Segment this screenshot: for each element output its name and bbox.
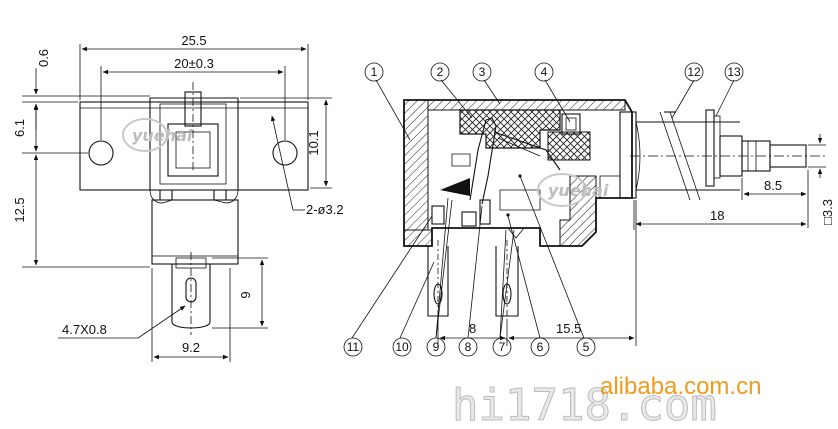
svg-text:2: 2 [437,65,444,79]
dim-shaft-tip: 8.5 [764,178,782,193]
site-text: alibaba.com.cn [600,373,761,400]
svg-text:6: 6 [537,340,544,354]
svg-text:4: 4 [541,65,548,79]
callout-6: 6 [530,337,550,357]
callout-11: 11 [343,337,363,357]
callout-12: 12 [684,62,704,82]
dim-body-length: 15.5 [556,321,581,336]
washer [705,109,715,187]
yuehai-logo-side: yuehai [537,173,609,207]
svg-text:5: 5 [583,340,590,354]
push-button-front [167,123,219,177]
mounting-hole-right [272,140,298,166]
callout-8: 8 [458,337,478,357]
dim-lower-height: 12.5 [12,197,27,222]
svg-text:10: 10 [395,340,409,354]
callout-7: 7 [492,337,512,357]
callout-9: 9 [426,337,446,357]
callout-13: 13 [724,62,744,82]
svg-text:1: 1 [371,65,378,79]
dim-terminal-size: 4.7X0.8 [62,322,107,337]
svg-text:8: 8 [465,340,472,354]
slider-section [459,109,561,149]
callout-1: 1 [364,62,384,82]
callout-10: 10 [392,337,412,357]
svg-text:9: 9 [433,340,440,354]
svg-text:yuehai: yuehai [548,181,609,200]
dim-width-total: 25.5 [181,33,206,48]
dim-shaft-square: □3.3 [820,199,835,225]
dim-holes: 2-ø3.2 [306,202,344,217]
svg-text:11: 11 [347,340,360,354]
dim-top-offset: 0.6 [36,49,51,67]
mounting-plate [79,101,309,191]
callout-5: 5 [576,337,596,357]
dim-right-height: 10.1 [306,130,321,155]
svg-text:7: 7 [499,340,506,354]
svg-text:yuehai: yuehai [132,126,193,145]
svg-text:13: 13 [727,65,741,79]
dim-terminal-gap: 8 [469,321,476,336]
svg-text:3: 3 [479,65,486,79]
side-view: 8.5 18 □3.3 15.5 8 1 2 3 [343,62,835,357]
site-watermark: hi1718.com alibaba.com.cn [452,373,762,429]
contact-spring [469,117,497,205]
lower-housing-front [151,199,239,265]
dim-terminal-pitch: 9.2 [182,340,200,355]
callout-3: 3 [472,62,492,82]
svg-text:12: 12 [687,65,701,79]
dim-upper-height: 6.1 [12,119,27,137]
switch-body-front [149,97,239,201]
callout-2: 2 [430,62,450,82]
dim-shaft-length: 18 [710,208,724,223]
front-view: 25.5 20±0.3 0.6 6.1 12.5 10.1 2-ø3.2 9 [12,33,344,362]
mounting-hole-left [88,140,114,166]
dim-terminal-length: 9 [238,291,253,298]
callout-4: 4 [534,62,554,82]
dim-hole-pitch: 20±0.3 [174,56,214,71]
yuehai-logo: yuehai [122,118,193,152]
site-mark: hi1718.com [452,380,717,429]
